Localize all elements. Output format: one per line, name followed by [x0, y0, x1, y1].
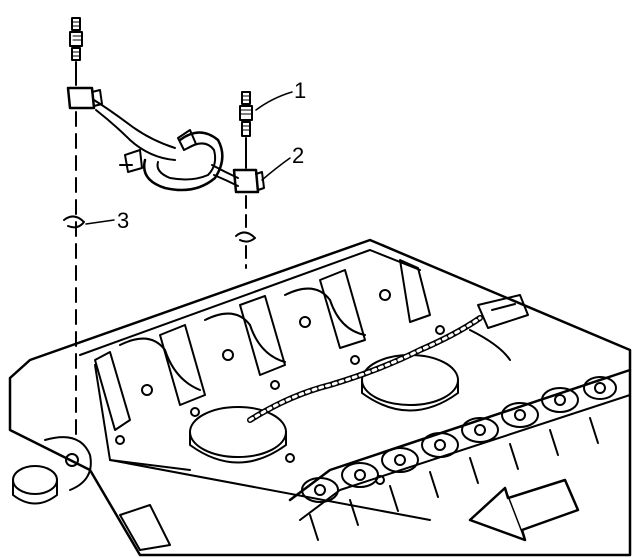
callout-3-label: 3 [117, 208, 130, 233]
round-covers [189, 354, 459, 464]
thermostat-housing [12, 436, 171, 551]
leader-lines [85, 91, 293, 225]
left-stud [69, 17, 83, 439]
front-direction-arrow [468, 478, 580, 542]
right-stud [239, 91, 253, 169]
harness-bracket-assembly [66, 86, 239, 192]
wiring-harness [247, 294, 529, 423]
valvetrain [288, 368, 632, 541]
retainer-clip [63, 215, 85, 229]
callout-1-label: 1 [294, 78, 307, 103]
harness-clip [232, 168, 265, 269]
intake-manifold [8, 238, 632, 557]
callout-2-label: 2 [292, 143, 305, 168]
